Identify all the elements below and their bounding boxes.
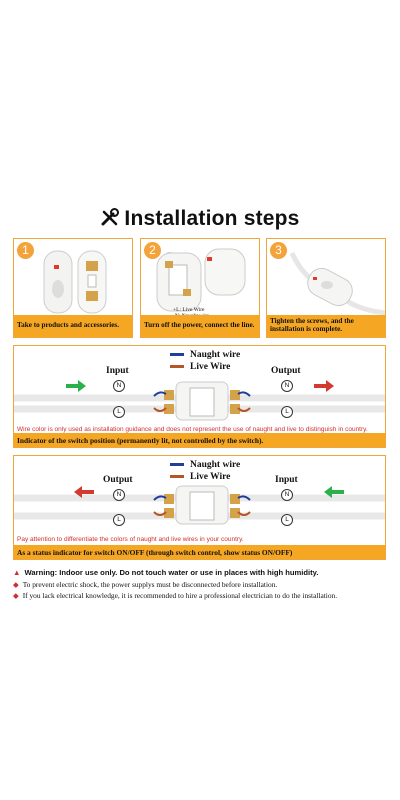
step-1-photo	[43, 250, 107, 314]
terminal-l-right-2: L	[281, 514, 293, 526]
output-label: Output	[271, 366, 301, 376]
output-arrow	[314, 380, 334, 392]
terminal-l-right: L	[281, 406, 293, 418]
wiring-panel-2: Naught wire Live Wire Output Input N L N…	[13, 455, 386, 560]
legend-live-label-2: Live Wire	[190, 472, 231, 482]
live-swatch	[170, 365, 184, 369]
terminal-n-right-2: N	[281, 489, 293, 501]
live-wire-tag: +L: Live Wire	[173, 307, 205, 313]
legend-live-2: Live Wire	[170, 472, 230, 482]
terminal-n-left: N	[113, 380, 125, 392]
legend-naught-2: Naught wire	[170, 460, 240, 470]
panel-2-caption: As a status indicator for switch ON/OFF …	[14, 545, 385, 559]
wiring-diagram-1	[14, 380, 385, 421]
wiring-panel-1: Naught wire Live Wire Input Output N L N…	[13, 345, 386, 448]
live-swatch-2	[170, 475, 184, 479]
bullet-2: ◆If you lack electrical knowledge, it is…	[13, 591, 337, 600]
warning-line: ▲Warning: Indoor use only. Do not touch …	[13, 568, 318, 577]
warning-icon: ▲	[13, 568, 21, 577]
title-text: Installation steps	[124, 207, 300, 230]
diamond-bullet-icon: ◆	[13, 580, 19, 589]
bullet-1: ◆To prevent electric shock, the power su…	[13, 580, 277, 589]
step-2-photo	[156, 248, 246, 312]
page-title: Installation steps	[0, 207, 400, 231]
step-1-number: 1	[17, 242, 34, 259]
terminal-l-left: L	[113, 406, 125, 418]
tools-icon	[101, 208, 120, 226]
diamond-bullet-icon: ◆	[13, 591, 19, 600]
input-label-2: Input	[275, 475, 298, 485]
terminal-n-left-2: N	[113, 489, 125, 501]
output-label-2: Output	[103, 475, 133, 485]
panel-1-note: Wire color is only used as installation …	[17, 426, 368, 433]
step-2-caption: Turn off the power, connect the line.	[141, 315, 259, 337]
warning-text: Warning: Indoor use only. Do not touch w…	[24, 568, 319, 577]
legend-naught-label: Naught wire	[190, 350, 241, 360]
bullet-1-text: To prevent electric shock, the power sup…	[22, 580, 278, 589]
step-3-caption: Tighten the screws, and the installation…	[267, 315, 385, 337]
legend-live-label: Live Wire	[190, 362, 231, 372]
legend-live: Live Wire	[170, 362, 230, 372]
naught-swatch-2	[170, 463, 184, 467]
legend-naught-label-2: Naught wire	[190, 460, 241, 470]
input-arrow-2	[324, 486, 344, 498]
step-1: 1 Take to products and accessories.	[13, 238, 133, 338]
step-2-number: 2	[144, 242, 161, 259]
terminal-l-left-2: L	[113, 514, 125, 526]
input-arrow	[66, 380, 86, 392]
legend-naught: Naught wire	[170, 350, 240, 360]
step-1-caption: Take to products and accessories.	[14, 315, 132, 337]
bullet-2-text: If you lack electrical knowledge, it is …	[22, 591, 338, 600]
terminal-n-right: N	[281, 380, 293, 392]
step-3-number: 3	[270, 242, 287, 259]
panel-2-note: Pay attention to differentiate the color…	[17, 536, 244, 543]
step-3: 3 Tighten the screws, and the installati…	[266, 238, 386, 338]
step-3-photo	[289, 251, 385, 316]
naught-swatch	[170, 353, 184, 357]
step-2: 2 +L: Live Wire -N: Naught wire Turn off…	[140, 238, 260, 338]
input-label: Input	[106, 366, 129, 376]
panel-1-caption: Indicator of the switch position (perman…	[14, 433, 385, 447]
output-arrow-2	[74, 486, 94, 498]
wiring-diagram-2	[14, 485, 385, 525]
